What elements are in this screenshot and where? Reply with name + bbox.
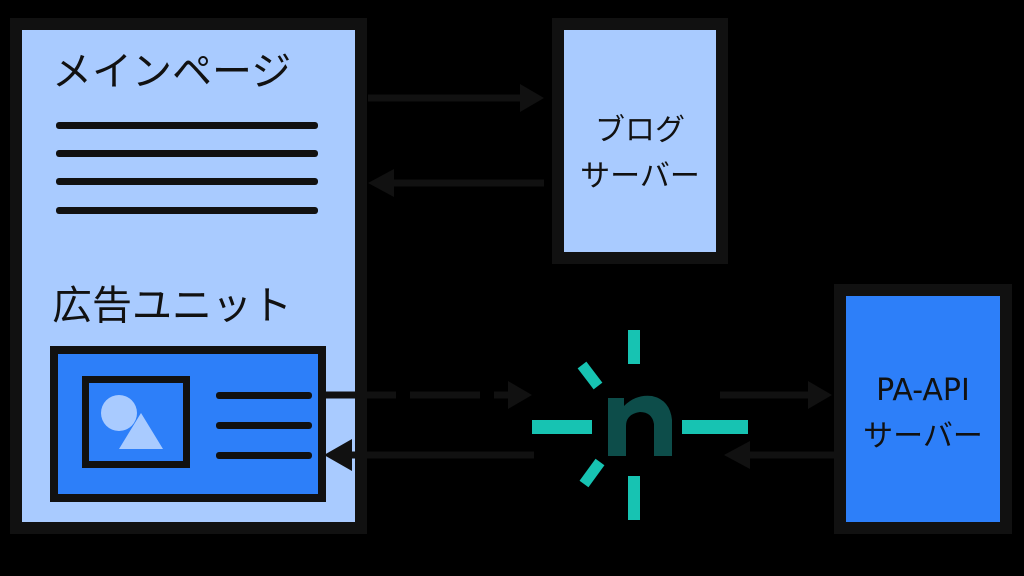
ad-text-line-3 (216, 452, 312, 459)
text-line-3 (56, 178, 318, 185)
ad-unit (50, 346, 326, 502)
logo-ray-bottom-left (579, 458, 605, 488)
logo-ray-top (628, 330, 640, 364)
text-line-2 (56, 150, 318, 157)
image-shapes (101, 395, 163, 449)
arrow-main-to-blog-head (520, 84, 544, 112)
logo-ray-top-left (577, 361, 603, 390)
n-logo-icon (532, 330, 748, 520)
logo-ray-right (682, 420, 748, 434)
pa-api-server-label-2: サーバー (863, 419, 983, 454)
logo-ray-left (532, 420, 592, 434)
main-page-title: メインページ (52, 49, 292, 95)
ad-text-line-2 (216, 422, 312, 429)
blog-server-label-2: サーバー (580, 159, 700, 194)
logo-ray-bottom (628, 476, 640, 520)
arrow-ad-to-logo-head (508, 381, 532, 409)
blog-server-box: ブログ サーバー (552, 18, 728, 264)
pa-api-server-box: PA-API サーバー (834, 284, 1012, 534)
arrow-logo-to-pa-head (808, 381, 832, 409)
logo-letter-n (608, 395, 672, 456)
text-line-1 (56, 122, 318, 129)
image-placeholder-icon (82, 376, 190, 468)
ad-text-line-1 (216, 392, 312, 399)
image-circle (101, 395, 137, 431)
arrow-blog-to-main-head (368, 169, 394, 197)
ad-unit-title: 広告ユニット (52, 283, 292, 329)
arrow-pa-to-logo-head (724, 441, 750, 469)
image-triangle (119, 413, 163, 449)
blog-server-label-1: ブログ (595, 113, 685, 148)
arrow-logo-to-ad-head (324, 439, 352, 471)
pa-api-server-label-1: PA-API (876, 373, 970, 408)
text-line-4 (56, 207, 318, 214)
